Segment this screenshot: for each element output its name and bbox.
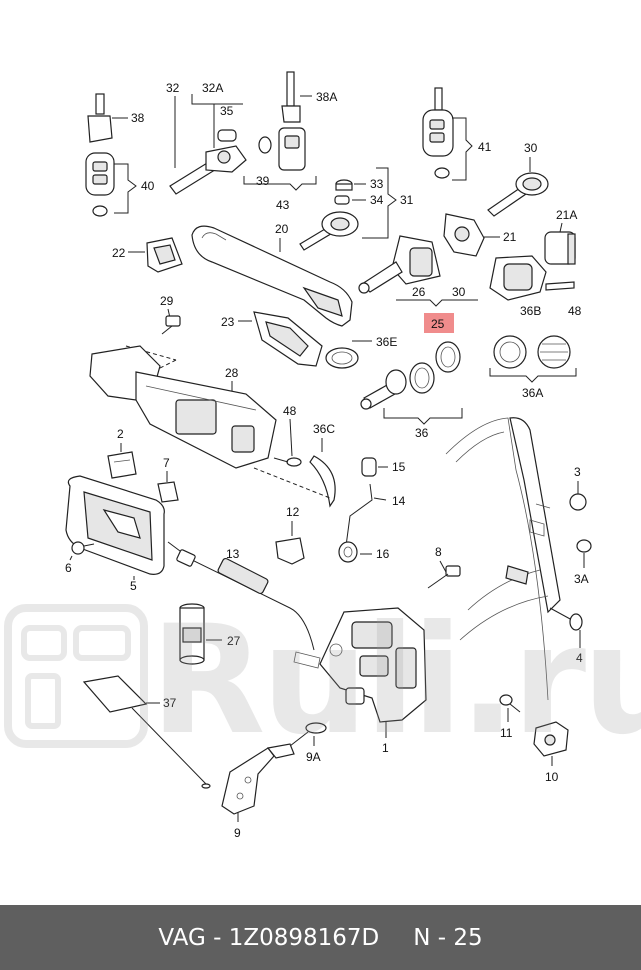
label-30-top: 30 [524,141,538,155]
release-tool-37 [82,675,211,789]
label-37: 37 [163,696,177,710]
label-9: 9 [234,826,241,840]
door-frame [445,417,561,701]
label-48: 48 [283,404,297,418]
lock-cylinder-36 [360,341,461,410]
label-3: 3 [574,465,581,479]
gasket-22 [146,237,183,273]
key-30 [487,172,549,217]
label-21: 21 [503,230,517,244]
label-2: 2 [117,427,124,441]
door-handle-20 [191,225,353,327]
clip-36c [309,455,336,508]
bolt-4 [549,607,583,631]
seal-36e [325,347,359,369]
label-39: 39 [256,174,270,188]
parts-diagram: 38 40 32 32A 35 38A 39 43 41 3 [65,71,592,840]
gasket-23 [253,311,323,367]
position-number: N - 25 [413,924,483,951]
key-blank-38 [87,93,113,143]
label-12: 12 [286,505,300,519]
label-1: 1 [382,741,389,755]
label-28: 28 [225,366,239,380]
label-21a: 21A [556,208,577,222]
label-10: 10 [545,770,559,784]
lock-cylinder-36b [489,255,575,301]
label-33: 33 [370,177,384,191]
plug-3a [576,539,592,553]
label-27: 27 [227,634,241,648]
clip-9a [289,722,327,747]
striker-10 [533,721,569,757]
plug-3 [569,493,587,511]
label-23: 23 [221,315,235,329]
label-32a: 32A [202,81,223,95]
label-35: 35 [220,104,234,118]
label-43: 43 [276,198,290,212]
label-14: 14 [392,494,406,508]
cap-set-36a [493,335,571,369]
label-25: 25 [431,317,445,331]
label-6: 6 [65,561,72,575]
label-36a: 36A [522,386,543,400]
highlight-25 [424,313,454,333]
rod-14-15 [345,457,377,547]
label-13: 13 [226,547,240,561]
label-41: 41 [478,140,492,154]
clip-12 [275,537,305,565]
inner-handle-5 [65,475,165,575]
label-22: 22 [112,246,126,260]
label-20: 20 [275,222,289,236]
label-36c: 36C [313,422,335,436]
cap-21a [544,231,576,265]
label-26: 26 [412,285,426,299]
label-3a: 3A [574,572,589,586]
label-8: 8 [435,545,442,559]
bolt-11 [499,694,521,713]
label-36b: 36B [520,304,541,318]
label-9a: 9A [306,750,321,764]
label-40: 40 [141,179,155,193]
label-4: 4 [576,651,583,665]
screw-6 [71,541,95,555]
door-lock-1 [293,607,427,723]
bracket-9 [221,743,295,815]
footer-bar: VAG - 1Z0898167D N - 25 [0,905,641,970]
label-38: 38 [131,111,145,125]
label-31: 31 [400,193,414,207]
cable-13 [167,541,315,651]
label-16: 16 [376,547,390,561]
handle-carrier-28 [89,345,277,469]
label-38a: 38A [316,90,337,104]
screw-29 [161,315,181,335]
label-7: 7 [163,456,170,470]
label-15: 15 [392,460,406,474]
switch-8 [427,565,461,589]
label-48-top: 48 [568,304,582,318]
lock-cylinder-26 [358,213,485,294]
remote-key-40 [85,152,115,217]
lubricant-can-27 [179,603,205,665]
label-30: 30 [452,285,466,299]
remote-key-41 [422,87,454,179]
key-lock-32 [169,129,247,195]
label-29: 29 [160,294,174,308]
key-38a [258,71,306,171]
part-number: VAG - 1Z0898167D [158,924,380,951]
label-36e: 36E [376,335,397,349]
nut-7 [157,481,179,503]
label-34: 34 [370,193,384,207]
clip-2 [107,451,137,479]
label-5: 5 [130,579,137,593]
label-32: 32 [166,81,180,95]
label-11: 11 [500,726,513,740]
screw-48 [273,457,302,467]
label-36: 36 [415,426,429,440]
grommet-16 [338,541,358,563]
key-31 [299,179,359,251]
